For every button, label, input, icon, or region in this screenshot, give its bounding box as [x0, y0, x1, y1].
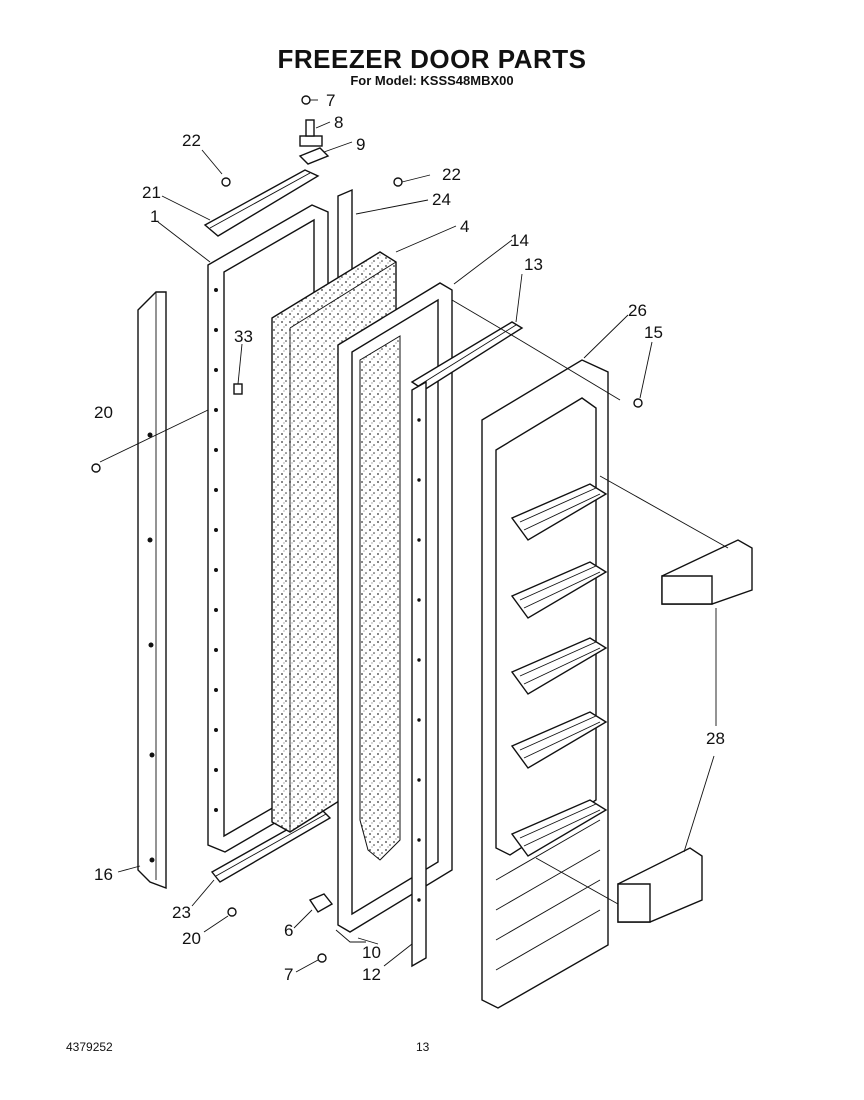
- part-labels: 7 8 9 22 22 21 24 1 4 14 13 26 33 15 20 …: [94, 91, 725, 984]
- label-part-22: 22: [442, 165, 461, 184]
- shelf-bin: [510, 483, 608, 541]
- label-part-8: 8: [334, 113, 343, 132]
- gasket-10: [335, 929, 366, 943]
- screw-20-left: [91, 463, 101, 473]
- model-subtitle: For Model: KSSS48MBX00: [350, 73, 514, 88]
- hinge-6: [308, 893, 334, 913]
- label-part-28: 28: [706, 729, 725, 748]
- label-part-12: 12: [362, 965, 381, 984]
- screw-20-bottom: [227, 907, 237, 917]
- label-part-6: 6: [284, 921, 293, 940]
- label-part-10: 10: [362, 943, 381, 962]
- hinge-plate-9: [298, 147, 330, 165]
- label-part-15: 15: [644, 323, 663, 342]
- screw-15: [633, 398, 643, 408]
- label-part-14: 14: [510, 231, 529, 250]
- label-part-16: 16: [94, 865, 113, 884]
- label-part-20: 20: [94, 403, 113, 422]
- clip-33: [233, 383, 243, 395]
- label-part-20: 20: [182, 929, 201, 948]
- label-part-1: 1: [150, 207, 159, 226]
- side-panel-16: [137, 291, 167, 890]
- door-bin-28-lower: [617, 847, 703, 923]
- shelf-bin: [510, 711, 608, 769]
- screw-22-left: [221, 177, 231, 187]
- shelf-bin: [510, 799, 608, 857]
- label-part-4: 4: [460, 217, 469, 236]
- side-trim-12: [411, 380, 427, 968]
- label-part-26: 26: [628, 301, 647, 320]
- label-part-7: 7: [284, 965, 293, 984]
- label-part-13: 13: [524, 255, 543, 274]
- page-title: FREEZER DOOR PARTS: [277, 44, 587, 74]
- bottom-channel-23: [210, 809, 332, 883]
- door-bin-28-upper: [661, 539, 753, 605]
- label-part-9: 9: [356, 135, 365, 154]
- screw-7-top: [301, 95, 311, 105]
- leader-lines: [99, 99, 729, 973]
- label-part-21: 21: [142, 183, 161, 202]
- screw-22-right: [393, 177, 403, 187]
- shelf-bin: [510, 561, 608, 619]
- label-part-24: 24: [432, 190, 451, 209]
- label-part-33: 33: [234, 327, 253, 346]
- label-part-22: 22: [182, 131, 201, 150]
- top-channel-21: [203, 169, 320, 237]
- label-part-7: 7: [326, 91, 335, 110]
- label-part-23: 23: [172, 903, 191, 922]
- document-number: 4379252: [66, 1040, 113, 1054]
- shelf-bins: [510, 483, 608, 857]
- shelf-bin: [510, 637, 608, 695]
- screw-7-bottom: [317, 953, 327, 963]
- hinge-8: [299, 119, 323, 147]
- page-number: 13: [416, 1040, 430, 1054]
